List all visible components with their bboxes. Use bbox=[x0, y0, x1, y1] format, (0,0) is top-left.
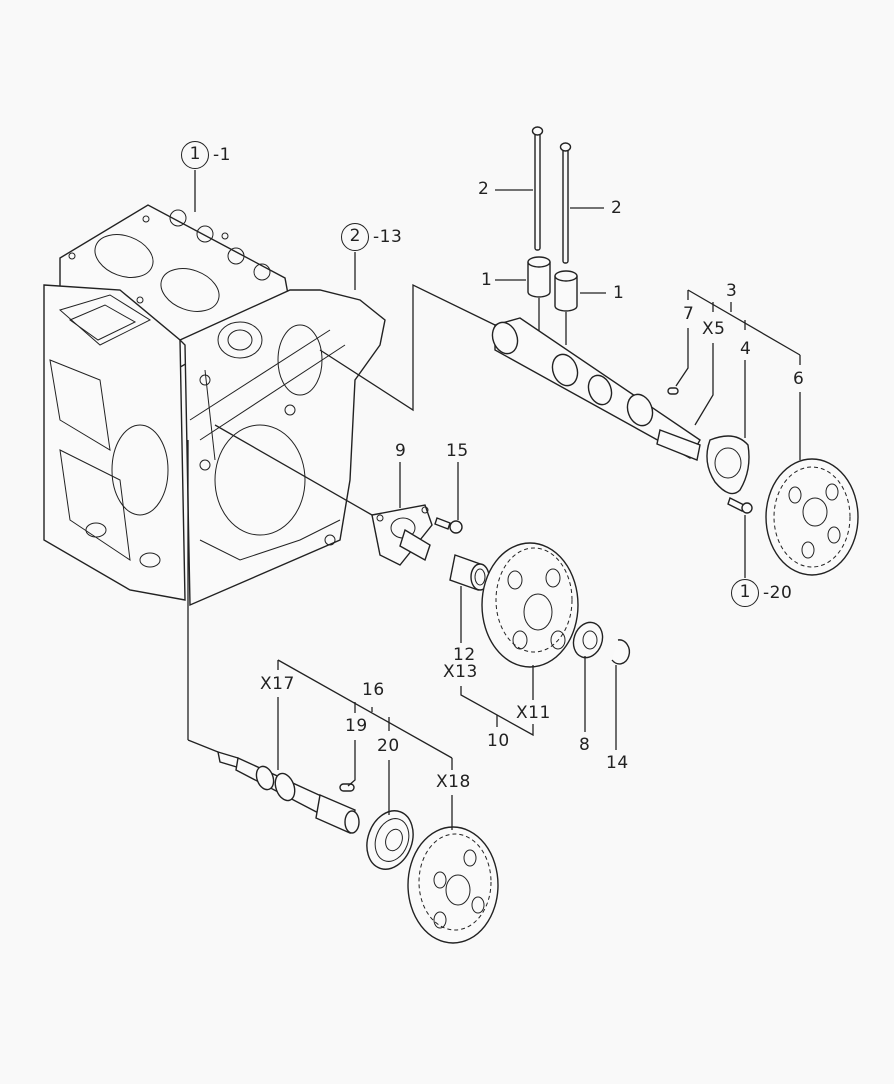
part-label: 10 bbox=[487, 731, 510, 751]
part-label: 16 bbox=[362, 680, 385, 700]
part-label: 2 bbox=[478, 179, 490, 199]
balancer-gear bbox=[407, 826, 499, 944]
part-label: X18 bbox=[436, 772, 471, 792]
pushrods bbox=[531, 126, 572, 264]
callout-suffix: -13 bbox=[373, 227, 403, 247]
part-label: 2 bbox=[611, 198, 623, 218]
callout-circle-2: 2 bbox=[341, 223, 369, 251]
part-label: 14 bbox=[606, 753, 629, 773]
part-label: X5 bbox=[702, 319, 726, 339]
idler-gear bbox=[481, 542, 579, 668]
engine-block bbox=[43, 204, 386, 740]
part-label: 15 bbox=[446, 441, 469, 461]
leader-lines bbox=[187, 170, 801, 830]
callout-suffix: -1 bbox=[213, 145, 231, 165]
callout-circle-1: 1 bbox=[731, 579, 759, 607]
part-label: X11 bbox=[516, 703, 551, 723]
bushing bbox=[449, 554, 490, 591]
part-label: 8 bbox=[579, 735, 591, 755]
balancer-shaft bbox=[217, 750, 360, 834]
washer bbox=[572, 621, 604, 659]
part-label: 3 bbox=[726, 281, 738, 301]
part-label: 1 bbox=[613, 283, 625, 303]
part-label: 12 bbox=[453, 645, 476, 665]
part-label: 6 bbox=[793, 369, 805, 389]
callout-circle-1: 1 bbox=[181, 141, 209, 169]
bearing bbox=[366, 810, 414, 870]
part-label: X13 bbox=[443, 662, 478, 682]
cam-gear bbox=[765, 458, 859, 576]
part-label: X17 bbox=[260, 674, 295, 694]
part-label: 9 bbox=[395, 441, 407, 461]
camshaft bbox=[491, 317, 753, 514]
part-label: 7 bbox=[683, 304, 695, 324]
circlip bbox=[611, 639, 631, 665]
part-label: 1 bbox=[481, 270, 493, 290]
part-label: 20 bbox=[377, 736, 400, 756]
part-label: 19 bbox=[345, 716, 368, 736]
bracket bbox=[371, 504, 463, 566]
part-label: 4 bbox=[740, 339, 752, 359]
callout-suffix: -20 bbox=[763, 583, 793, 603]
